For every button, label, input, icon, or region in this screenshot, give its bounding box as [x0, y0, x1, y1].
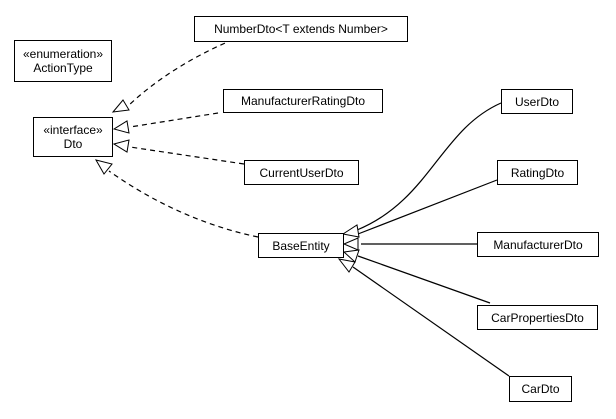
arrowhead-baseentity-generalization-4 — [337, 258, 356, 273]
edge-cardto-to-baseentity — [352, 266, 510, 377]
class-car-dto[interactable]: CarDto — [509, 376, 572, 402]
edge-userdto-to-baseentity — [356, 102, 502, 231]
class-manufacturer-dto[interactable]: ManufacturerDto — [477, 232, 599, 257]
class-name: NumberDto<T extends Number> — [214, 22, 388, 36]
arrowhead-baseentity-generalization-1 — [341, 224, 360, 238]
class-name: ActionType — [33, 61, 93, 75]
class-name: CurrentUserDto — [259, 165, 344, 180]
edge-currentuserdto-to-dto — [129, 146, 245, 165]
arrowhead-baseentity-realization — [94, 159, 113, 175]
arrowhead-currentuserdto — [112, 139, 130, 153]
arrowhead-baseentity-generalization-2 — [342, 237, 359, 251]
class-name: RatingDto — [510, 165, 565, 180]
class-name: Dto — [63, 137, 83, 151]
stereotype-label: «enumeration» — [22, 47, 104, 61]
class-number-dto[interactable]: NumberDto<T extends Number> — [194, 16, 408, 42]
arrowhead-manufacturerratingdto — [112, 120, 130, 134]
class-action-type[interactable]: «enumeration» ActionType — [14, 40, 112, 82]
class-name: CarDto — [521, 382, 560, 396]
edge-manufacturerratingdto-to-dto — [129, 112, 219, 128]
class-name: CarPropertiesDto — [491, 310, 584, 325]
class-name: ManufacturerRatingDto — [240, 94, 366, 108]
class-current-user-dto[interactable]: CurrentUserDto — [244, 160, 359, 185]
class-manufacturer-rating-dto[interactable]: ManufacturerRatingDto — [223, 89, 383, 113]
class-user-dto[interactable]: UserDto — [501, 89, 573, 114]
class-rating-dto[interactable]: RatingDto — [497, 160, 578, 185]
class-name: BaseEntity — [272, 238, 330, 253]
class-base-entity[interactable]: BaseEntity — [258, 233, 344, 258]
class-car-properties-dto[interactable]: CarPropertiesDto — [477, 305, 598, 330]
arrowhead-baseentity-generalization-3 — [342, 249, 360, 263]
edge-carpropertiesdto-to-baseentity — [357, 255, 491, 304]
stereotype-label: «interface» — [43, 123, 103, 137]
class-name: UserDto — [514, 94, 559, 109]
interface-dto[interactable]: «interface» Dto — [33, 117, 113, 157]
edge-baseentity-to-dto — [108, 170, 259, 238]
arrowhead-numberdto — [111, 99, 130, 113]
class-name: ManufacturerDto — [493, 237, 583, 252]
edge-ratingdto-to-baseentity — [357, 179, 498, 235]
